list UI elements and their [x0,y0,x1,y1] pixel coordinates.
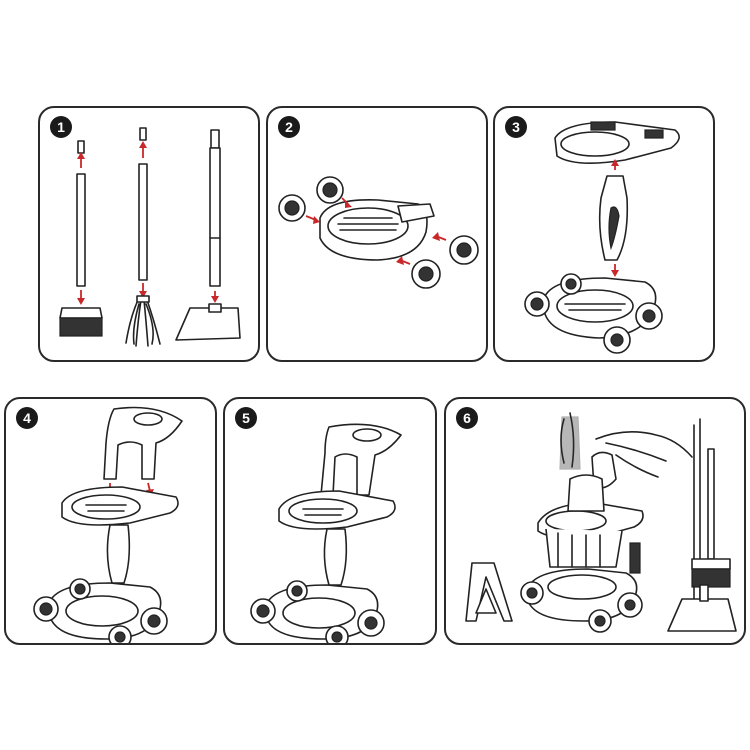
step-4-panel: 4 [4,397,217,645]
wheel-top-left [278,194,320,224]
step-1-panel: 1 [38,106,260,362]
broom-part [59,140,103,337]
step-3-panel: 3 [493,106,715,362]
handle-part [103,406,183,496]
wheel-bottom [396,256,441,289]
step-1-illustration [59,127,241,347]
assembled-trolley [250,423,402,643]
mop-part [125,127,161,347]
assembled-base-part [524,273,663,354]
step-number-badge: 3 [505,116,527,138]
dustpan-part [175,129,241,341]
assembled-cart-part [33,486,179,643]
step-2-panel: 2 [266,106,488,362]
column-part [598,159,629,277]
step-5-panel: 5 [223,397,437,645]
dustpan-accessory [667,584,737,632]
step-6-illustration [465,412,737,633]
step-5-illustration [250,423,402,643]
step-number-badge: 6 [456,407,478,429]
step-number-badge: 5 [235,407,257,429]
cart-base-part [319,199,435,261]
step-number-badge: 4 [16,407,38,429]
step-number-badge: 2 [278,116,300,138]
step-2-illustration [278,176,479,289]
wheel-top-mid [316,176,352,208]
complete-trolley [520,412,701,633]
step-6-panel: 6 [444,397,746,645]
wheel-right [432,232,479,265]
tray-part [554,121,680,164]
broom-accessory [691,448,731,588]
step-3-illustration [524,121,680,354]
wet-floor-sign [465,562,513,622]
step-4-illustration [33,406,183,643]
step-number-badge: 1 [50,116,72,138]
